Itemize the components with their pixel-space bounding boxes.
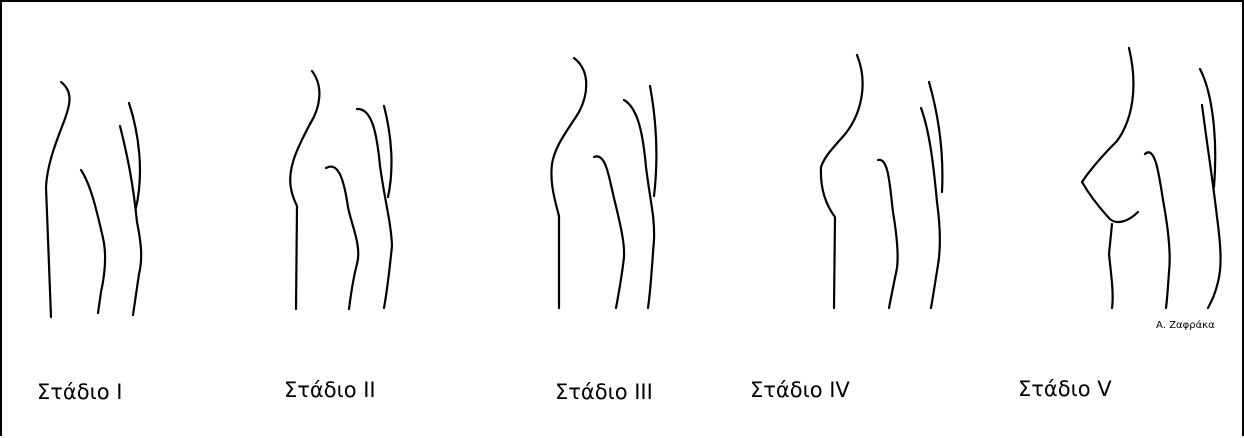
stage-3-silhouette [551,58,656,308]
stage-4-arm-inner [878,160,898,308]
stage-5-label: Στάδιο V [1018,377,1112,401]
stage-1-silhouette [46,82,141,317]
stage-4-front-outline [821,55,863,308]
stage-1-label: Στάδιο I [37,380,122,404]
stage-5-trunk-front [1109,224,1113,308]
stage-4-arm-outer [921,108,940,308]
stage-2-label: Στάδιο II [284,378,376,402]
stage-5-silhouette [1082,48,1221,308]
stage-5-arm-inner [1145,152,1170,308]
stage-3-back-upper [650,86,656,196]
stage-3-arm-outer [624,100,654,308]
stage-3-label: Στάδιο III [555,380,653,404]
stage-1-back-upper [129,103,140,208]
stage-2-back-upper [384,106,391,197]
stage-5-arm-outer [1202,105,1221,308]
stage-2-arm-inner [326,167,358,309]
stage-3-arm-inner [594,156,624,308]
stage-4-silhouette [821,55,943,308]
stage-5-front-outline [1082,48,1138,222]
stage-3-front-outline [551,58,586,308]
stage-1-arm-inner [81,170,105,313]
stage-4-back-upper [929,82,942,192]
artist-credit: Α. Ζαφράκα [1156,320,1215,331]
stage-5-back-upper [1200,69,1215,187]
stage-1-arm-outer-lower [120,126,141,315]
stage-4-label: Στάδιο IV [750,378,850,402]
stage-2-front-outline [290,71,319,309]
stage-2-silhouette [290,71,392,309]
stage-1-front-outline [46,82,70,317]
stage-2-arm-outer [357,109,392,308]
